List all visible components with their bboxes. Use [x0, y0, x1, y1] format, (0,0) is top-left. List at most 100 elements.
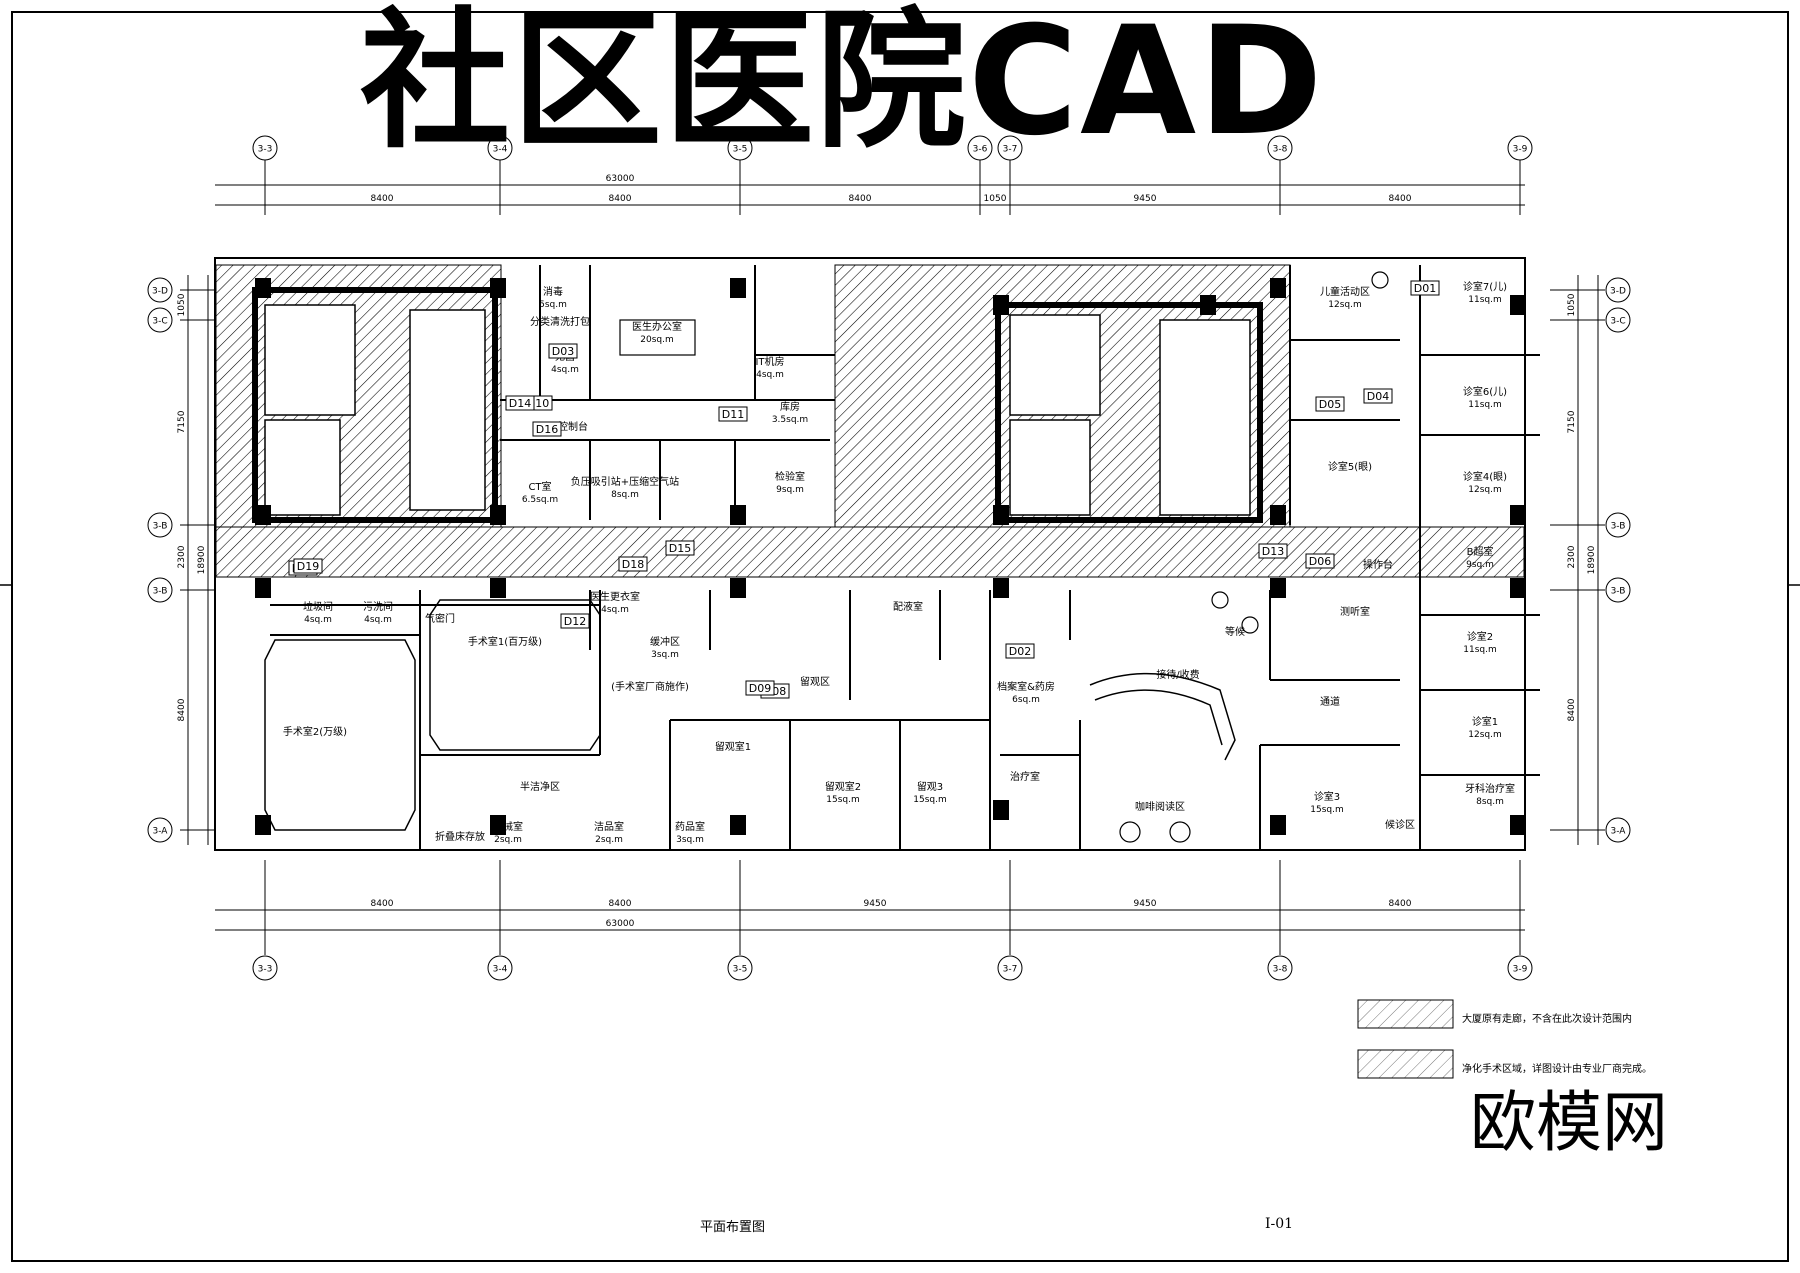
- svg-text:控制台: 控制台: [558, 420, 588, 433]
- svg-text:诊室6(儿): 诊室6(儿): [1463, 385, 1507, 398]
- svg-text:9sq.m: 9sq.m: [1466, 560, 1494, 570]
- brand-logo-text: 欧模网: [1470, 1084, 1668, 1161]
- svg-text:15sq.m: 15sq.m: [1310, 805, 1343, 815]
- room-label-r27: 配液室: [893, 600, 923, 613]
- svg-text:医生更衣室: 医生更衣室: [590, 590, 640, 603]
- svg-text:通道: 通道: [1320, 695, 1340, 708]
- svg-text:3-D: 3-D: [1610, 287, 1626, 297]
- room-label-r38: 咖啡阅读区: [1135, 800, 1185, 813]
- svg-text:3-D: 3-D: [152, 287, 168, 297]
- svg-text:CT室: CT室: [528, 480, 551, 493]
- room-label-r7: 控制台: [558, 420, 588, 433]
- grid-bubble-bottom-3-7: 3-7: [997, 955, 1023, 981]
- svg-text:D02: D02: [1009, 645, 1031, 658]
- grid-bubble-left-3-C: 3-C: [147, 307, 173, 333]
- room-label-r21: 手术室1(百万级): [468, 635, 542, 648]
- grid-bubble-bottom-3-8: 3-8: [1267, 955, 1293, 981]
- dim-right-seg: 2300: [1567, 545, 1577, 568]
- grid-bubble-top-3-6: 3-6: [967, 135, 993, 161]
- legend: [1357, 999, 1454, 1079]
- svg-text:缓冲区: 缓冲区: [650, 635, 680, 648]
- room-label-r11: 儿童活动区 12sq.m: [1320, 285, 1370, 310]
- svg-text:留观3: 留观3: [917, 780, 943, 793]
- room-label-r12: 诊室7(儿)11sq.m: [1463, 280, 1507, 305]
- round-tables: [1119, 271, 1389, 843]
- dim-right-total: 18900: [1587, 545, 1597, 574]
- svg-text:气密门: 气密门: [425, 612, 455, 625]
- room-label-r28: 留观室1: [715, 740, 751, 753]
- svg-text:D11: D11: [722, 408, 744, 421]
- door-tag-D06: D06: [1305, 553, 1335, 569]
- svg-text:IT机房: IT机房: [755, 355, 784, 368]
- surgery-zones: [264, 599, 601, 831]
- svg-text:儿童活动区: 儿童活动区: [1320, 285, 1370, 298]
- dim-top-seg: 1050: [984, 194, 1007, 204]
- svg-text:诊室4(眼): 诊室4(眼): [1463, 470, 1507, 483]
- legend-swatch-surgery: [1357, 1049, 1454, 1079]
- door-tag-D18: D18: [618, 556, 648, 572]
- svg-text:测听室: 测听室: [1340, 605, 1370, 618]
- room-label-r13: 诊室6(儿)11sq.m: [1463, 385, 1507, 410]
- svg-text:3-3: 3-3: [258, 145, 273, 155]
- grid-bubble-top-3-9: 3-9: [1507, 135, 1533, 161]
- door-tag-D14: D14: [505, 395, 535, 411]
- door-tags: D01D02D03D04D05D06D08D09D10D11D12D13D14D…: [288, 280, 1440, 699]
- svg-text:3-7: 3-7: [1003, 965, 1018, 975]
- svg-text:3.5sq.m: 3.5sq.m: [772, 415, 808, 425]
- dim-top-seg: 8400: [609, 194, 632, 204]
- grid-bubble-bottom-3-9: 3-9: [1507, 955, 1533, 981]
- room-label-r26: 留观区: [800, 675, 830, 688]
- svg-text:3-5: 3-5: [733, 145, 748, 155]
- svg-text:3-9: 3-9: [1513, 965, 1528, 975]
- svg-text:库房: 库房: [780, 400, 800, 413]
- svg-text:负压吸引站+压缩空气站: 负压吸引站+压缩空气站: [571, 475, 679, 488]
- svg-text:2sq.m: 2sq.m: [494, 835, 522, 845]
- dim-bottom-seg: 8400: [1389, 899, 1412, 909]
- svg-text:2sq.m: 2sq.m: [595, 835, 623, 845]
- reception-desk: [1089, 672, 1236, 761]
- svg-text:4sq.m: 4sq.m: [304, 615, 332, 625]
- svg-text:留观室1: 留观室1: [715, 740, 751, 753]
- grid-bubble-bottom-3-5: 3-5: [727, 955, 753, 981]
- room-label-r2: 分类清洗打包: [530, 315, 590, 328]
- room-label-r25: (手术室厂商施作): [611, 680, 689, 693]
- structural-columns: [255, 278, 1526, 835]
- svg-text:档案室&药房: 档案室&药房: [997, 680, 1055, 693]
- grid-bubble-right-3-B: 3-B: [1605, 577, 1631, 603]
- svg-text:3-4: 3-4: [493, 965, 508, 975]
- grid-bubble-right-3-C: 3-C: [1605, 307, 1631, 333]
- sheet-number: I-01: [1265, 1216, 1294, 1232]
- room-label-r37: 接待/收费: [1156, 668, 1199, 681]
- svg-text:D16: D16: [536, 423, 558, 436]
- dim-bottom-seg: 8400: [371, 899, 394, 909]
- svg-text:诊室7(儿): 诊室7(儿): [1463, 280, 1507, 293]
- door-tag-D19: D19: [293, 558, 323, 574]
- svg-text:半洁净区: 半洁净区: [520, 780, 560, 793]
- room-label-r5: IT机房 4sq.m: [755, 355, 784, 380]
- svg-text:药品室: 药品室: [675, 820, 705, 833]
- room-label-r47: 治疗室: [1010, 770, 1040, 783]
- svg-text:12sq.m: 12sq.m: [1328, 300, 1361, 310]
- drawing-name: 平面布置图: [700, 1220, 766, 1235]
- svg-text:6sq.m: 6sq.m: [1012, 695, 1040, 705]
- dim-top-seg: 9450: [1134, 194, 1157, 204]
- svg-text:3-A: 3-A: [153, 827, 169, 837]
- dim-top-seg: 8400: [371, 194, 394, 204]
- svg-text:3-A: 3-A: [1611, 827, 1627, 837]
- svg-text:咖啡阅读区: 咖啡阅读区: [1135, 800, 1185, 813]
- svg-text:检验室: 检验室: [775, 470, 805, 483]
- svg-text:9sq.m: 9sq.m: [776, 485, 804, 495]
- dim-left-seg: 8400: [177, 698, 187, 721]
- meeting-table: [619, 319, 696, 356]
- svg-text:D04: D04: [1367, 390, 1389, 403]
- svg-text:15sq.m: 15sq.m: [913, 795, 946, 805]
- room-label-r35: 折叠床存放: [435, 830, 485, 843]
- svg-text:4sq.m: 4sq.m: [756, 370, 784, 380]
- svg-text:5sq.m: 5sq.m: [539, 300, 567, 310]
